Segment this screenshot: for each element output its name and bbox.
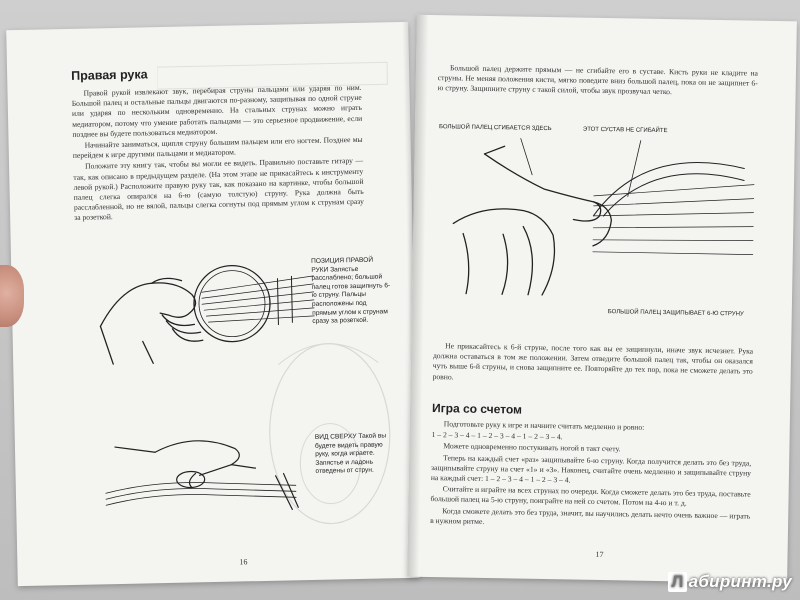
ghost-header-decoration — [156, 61, 388, 90]
paragraph: Когда сможете делать это без труда, знач… — [430, 505, 751, 526]
caption-top-view: ВИД СВЕРХУ Такой вы будете видеть правую… — [314, 432, 387, 476]
illustration-top-view — [105, 440, 299, 510]
paragraph: Положите эту книгу так, чтобы вы могли е… — [73, 156, 364, 223]
label-thumb-plucks: БОЛЬШОЙ ПАЛЕЦ ЗАЩИПЫВАЕТ 6-Ю СТРУНУ — [607, 309, 744, 318]
right-middle-block: Не прикасайтесь к 6-й струне, после того… — [433, 341, 754, 388]
watermark-text: абиринт.ру — [688, 572, 792, 591]
paragraph: Теперь на каждый счет «раз» защипывайте … — [430, 452, 752, 485]
paragraph: Правой рукой извлекают звук, перебирая с… — [71, 82, 363, 139]
watermark-logo: Л — [668, 572, 687, 592]
illustration-thumb-plucking — [452, 138, 755, 296]
ghost-show-through-figure — [269, 342, 391, 525]
caption-right-hand-position: ПОЗИЦИЯ ПРАВОЙ РУКИ Запястье расслаблено… — [311, 256, 391, 326]
left-page: Правая рука Правой рукой извлекают звук,… — [6, 21, 420, 587]
page-number-right: 17 — [595, 549, 604, 560]
right-page: Большой палец держите прямым — не сгибай… — [407, 14, 797, 584]
label-joint-no-bend: ЭТОТ СУСТАВ НЕ СГИБАЙТЕ — [582, 126, 668, 135]
illustration-right-hand-position — [99, 264, 315, 365]
page-number-left: 16 — [239, 557, 248, 567]
left-text-block: Правая рука Правой рукой извлекают звук,… — [71, 63, 364, 225]
section-heading-right-hand: Правая рука — [71, 67, 148, 83]
paragraph: Не прикасайтесь к 6-й струне, после того… — [432, 341, 754, 382]
section-heading-counting: Игра со счетом — [431, 401, 523, 417]
right-intro-block: Большой палец держите прямым — не сгибай… — [437, 63, 759, 100]
holding-thumb — [0, 265, 24, 327]
paragraph: Большой палец держите прямым — не сгибай… — [437, 63, 759, 97]
label-thumb-bends: БОЛЬШОЙ ПАЛЕЦ СГИБАЕТСЯ ЗДЕСЬ — [438, 124, 552, 133]
counting-section: Игра со счетом Подготовьте руку к игре и… — [430, 401, 752, 533]
